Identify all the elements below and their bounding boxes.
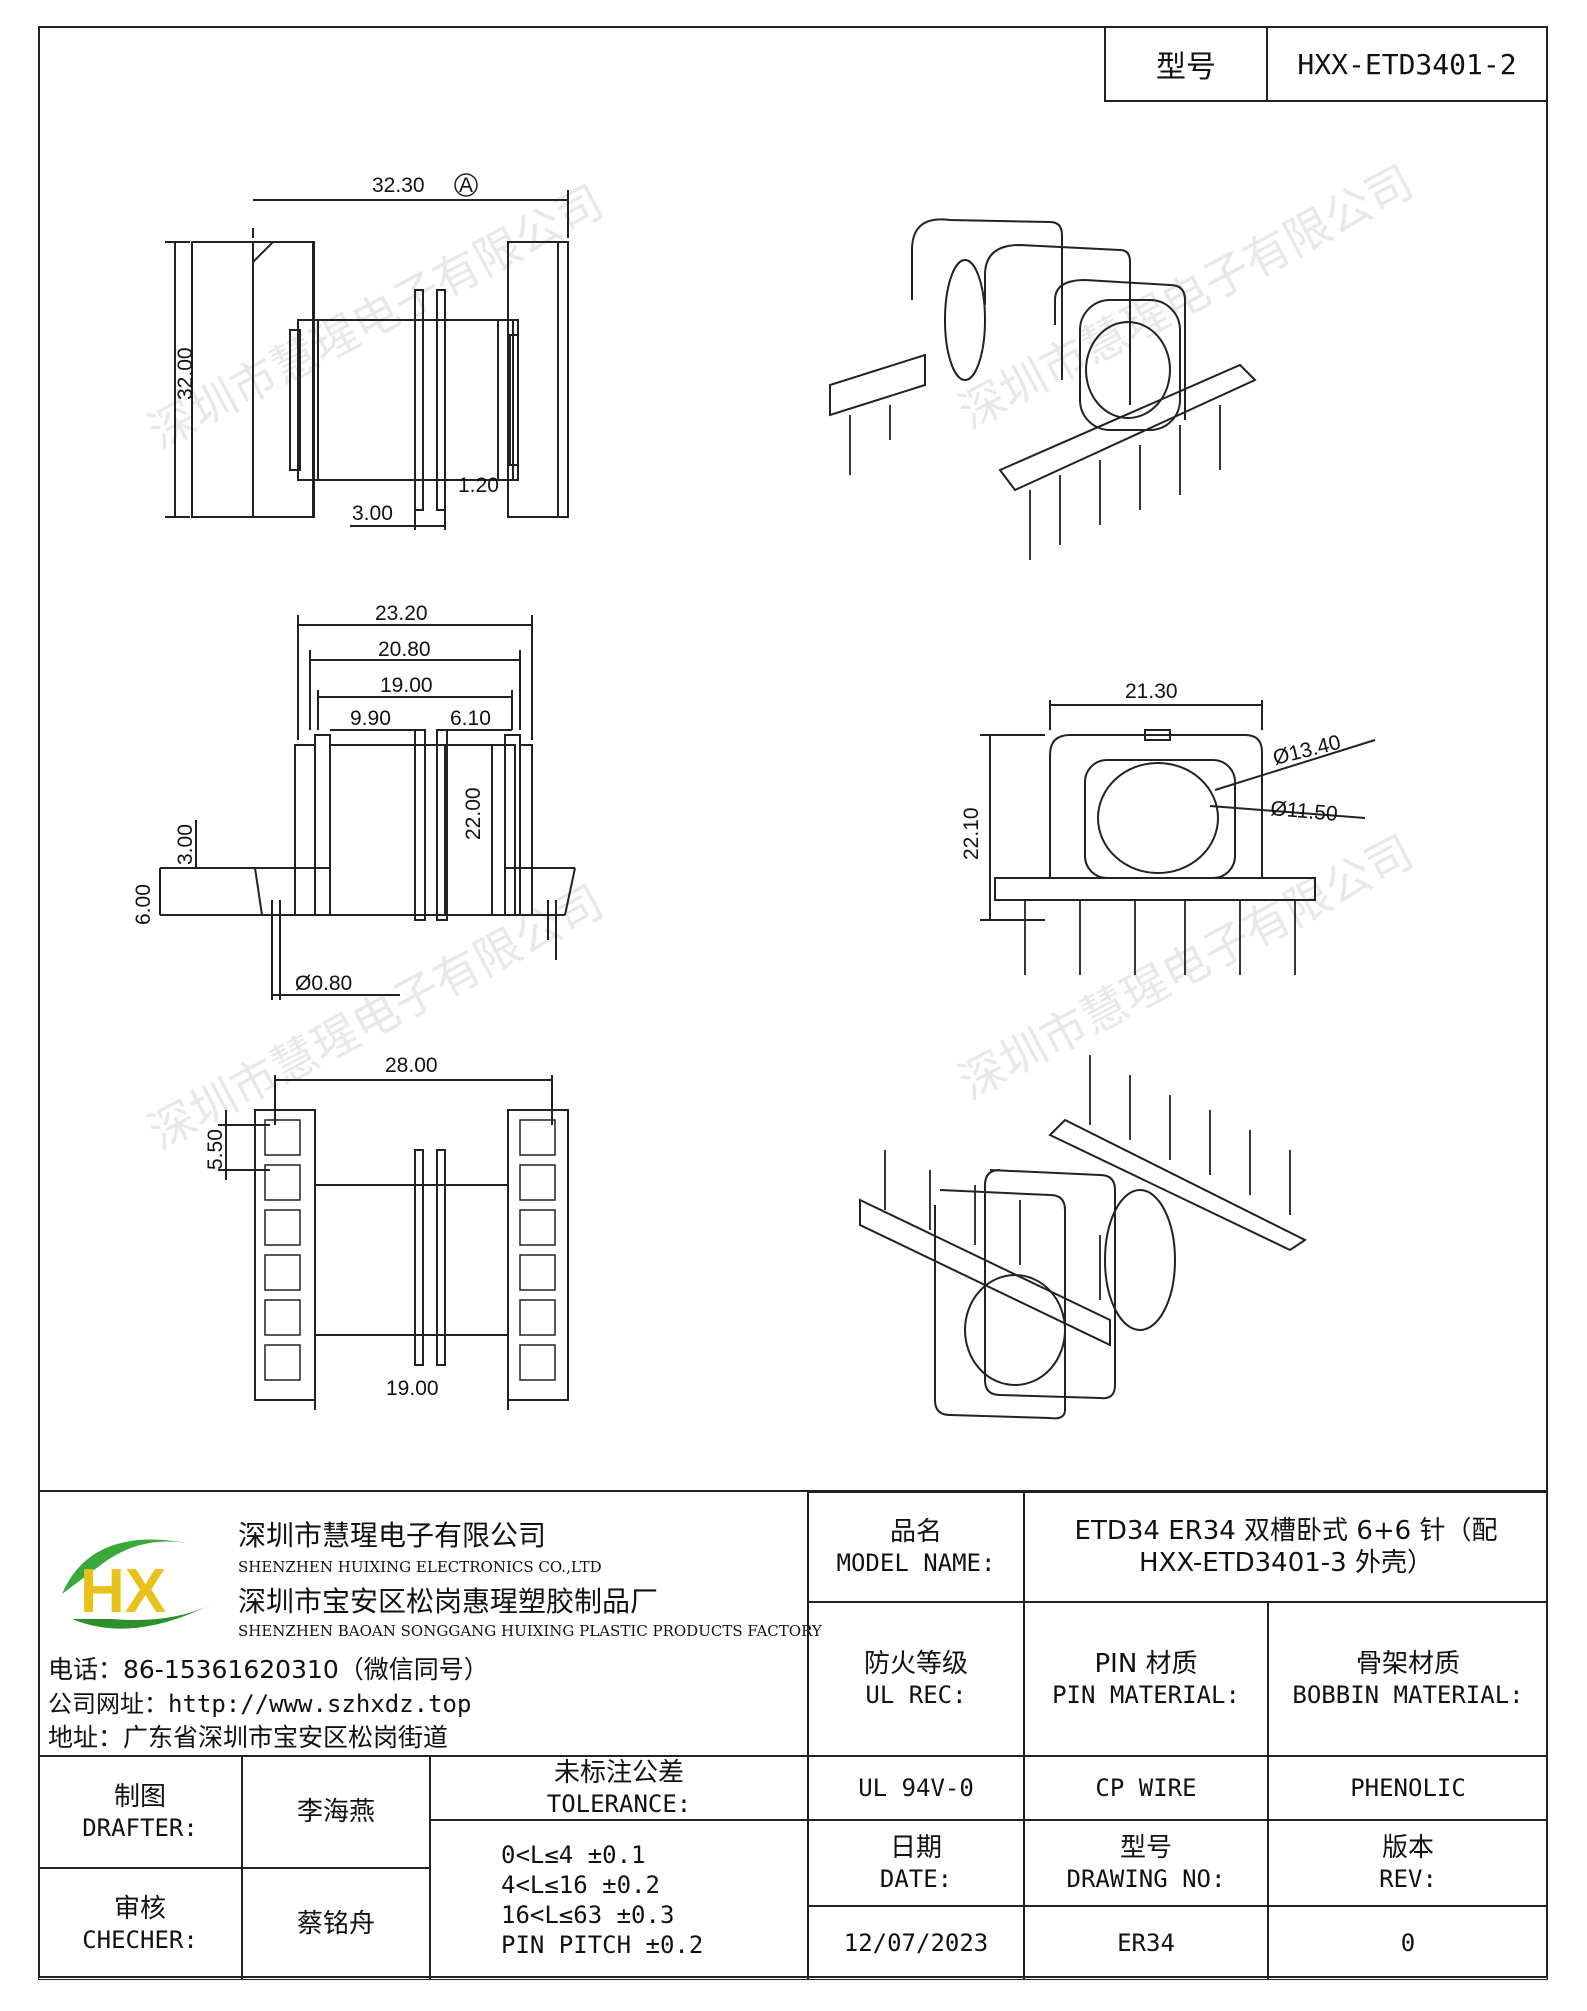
dim-H-top: 32.00 (174, 347, 197, 400)
checker-name: 蔡铭舟 (242, 1868, 430, 1980)
bottom-view (218, 1075, 569, 1410)
factory-name-cn: 深圳市宝安区松岗惠瑆塑胶制品厂 (238, 1585, 659, 1618)
dim-left-slot: 9.90 (350, 707, 391, 730)
dim-L: 28.00 (385, 1054, 438, 1077)
top-view (165, 190, 569, 530)
company-name-cn: 深圳市慧瑆电子有限公司 (238, 1519, 547, 1552)
technical-drawing: 深圳市慧瑆电子有限公司 深圳市慧瑆电子有限公司 深圳市慧瑆电子有限公司 深圳市慧… (132, 154, 1422, 1420)
title-block: HX 深圳市慧瑆电子有限公司 SHENZHEN HUIXING ELECTRON… (38, 1490, 1548, 1980)
company-address: 地址：广东省深圳市宝安区松岗街道 (48, 1723, 449, 1752)
company-website: 公司网址：http://www.szhxdz.top (48, 1690, 472, 1718)
dim-height-22: 22.00 (462, 787, 485, 840)
model-number-box: 型号 HXX-ETD3401-2 (1104, 26, 1548, 102)
dim-A-tag: A (459, 174, 473, 197)
dim-F-3: 3.00 (174, 824, 197, 865)
dim-right-slot: 6.10 (450, 707, 491, 730)
factory-name-en: SHENZHEN BAOAN SONGGANG HUIXING PLASTIC … (238, 1622, 822, 1640)
isometric-view-bottom (859, 1055, 1307, 1420)
company-name-en: SHENZHEN HUIXING ELECTRONICS CO.,LTD (238, 1558, 602, 1576)
company-info: HX 深圳市慧瑆电子有限公司 SHENZHEN HUIXING ELECTRON… (38, 1492, 822, 1756)
dim-A: 32.30 (372, 174, 425, 197)
model-label: 型号 (1106, 28, 1268, 100)
isometric-view-top (829, 218, 1257, 560)
dim-F-6: 6.00 (132, 884, 155, 925)
dim-M: 5.50 (204, 1129, 227, 1170)
dim-J: Ø13.40 (1271, 731, 1343, 770)
dim-H-side: 22.10 (960, 807, 983, 860)
front-view (159, 615, 576, 1000)
dim-flange-gap: 3.00 (352, 502, 393, 525)
bobbin-material-value: PHENOLIC (1268, 1756, 1548, 1820)
dim-D: 20.80 (378, 638, 431, 661)
dim-K: Ø11.50 (1270, 797, 1339, 826)
ul-rec-value: UL 94V-0 (808, 1756, 1024, 1820)
company-logo-icon: HX (62, 1539, 212, 1629)
drawing-no-value: ER34 (1024, 1906, 1268, 1980)
tolerance-table: 0<L≤4 ±0.1 4<L≤16 ±0.2 16<L≤63 ±0.3 PIN … (430, 1820, 808, 1980)
drafter-name: 李海燕 (242, 1756, 430, 1868)
dim-flange-thickness: 1.20 (458, 474, 499, 497)
model-value: HXX-ETD3401-2 (1297, 47, 1517, 81)
watermark: 深圳市慧瑆电子有限公司 (140, 174, 612, 459)
pin-material-value: CP WIRE (1024, 1756, 1268, 1820)
rev-value: 0 (1268, 1906, 1548, 1980)
drawing-frame (38, 26, 1548, 1978)
dim-E: 19.00 (380, 674, 433, 697)
dim-bottom-19: 19.00 (386, 1377, 439, 1400)
company-phone: 电话：86-15361620310（微信同号） (48, 1655, 489, 1684)
date-value: 12/07/2023 (808, 1906, 1024, 1980)
svg-text:HX: HX (80, 1557, 166, 1626)
dim-G: Ø0.80 (295, 972, 352, 995)
dim-I: 21.30 (1125, 680, 1178, 703)
side-view (980, 700, 1376, 975)
dim-C: 23.20 (375, 602, 428, 625)
watermark: 深圳市慧瑆电子有限公司 (140, 874, 612, 1159)
